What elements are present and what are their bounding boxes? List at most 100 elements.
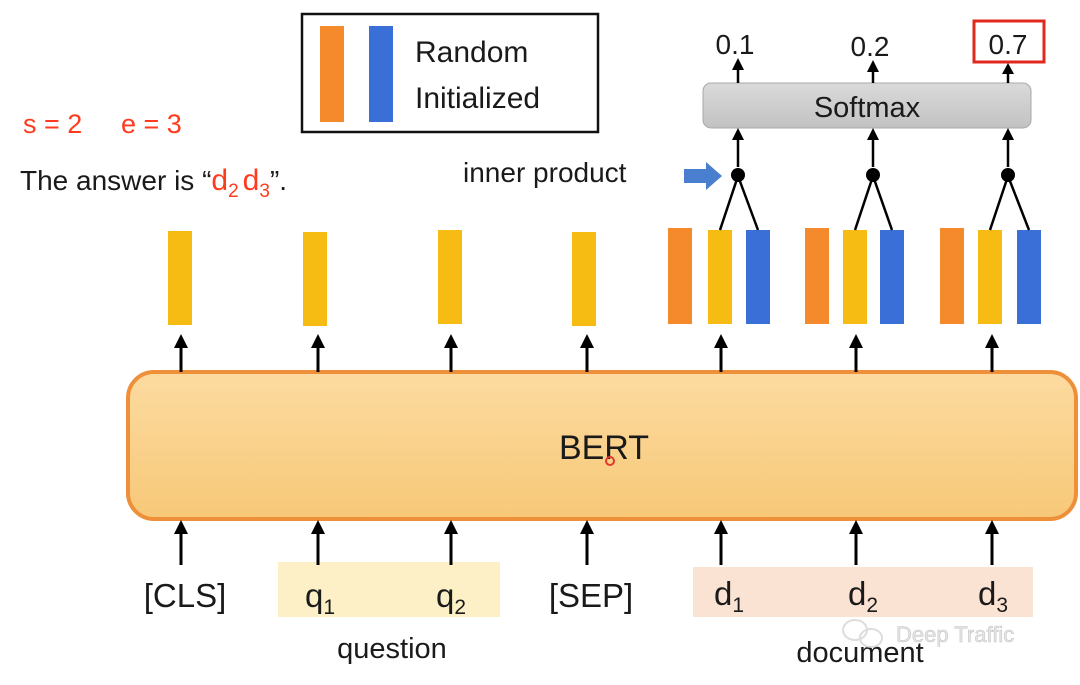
- answer-d-3: d: [243, 164, 260, 197]
- token-d1-sub: 1: [732, 594, 744, 617]
- token-d3: d3: [978, 575, 1008, 617]
- question-band: [278, 562, 500, 617]
- document-band: [693, 567, 1033, 617]
- end-vector-3: [1017, 230, 1041, 324]
- vector-cls: [168, 231, 192, 325]
- question-group-label: question: [337, 633, 447, 665]
- end-index-label: e = 3: [121, 109, 182, 139]
- arrowhead-out-cls: [174, 334, 188, 348]
- arrowhead-out-q1: [311, 334, 325, 348]
- answer-suffix: ”.: [270, 165, 287, 196]
- output-vectors: [168, 230, 1002, 326]
- cursor-marker: [605, 456, 615, 466]
- bert-input-arrows: [174, 520, 999, 565]
- arrowhead-in-sep: [580, 520, 594, 534]
- connector-d3-left: [988, 175, 1010, 231]
- arrowhead-in-cls: [174, 520, 188, 534]
- legend-line-2: Initialized: [415, 82, 540, 115]
- inner-product-annotation: inner product: [463, 157, 722, 190]
- connector-d3-right: [1006, 175, 1031, 231]
- arrowhead-out-q2: [444, 334, 458, 348]
- bert-label: BERT: [559, 429, 649, 467]
- token-d2-sub: 2: [866, 594, 878, 617]
- wechat-icon: [842, 619, 883, 648]
- softmax-box: [702, 82, 1032, 129]
- answer-sub-3: 3: [259, 181, 270, 202]
- connector-d2-right: [871, 175, 894, 231]
- arrowhead-node3-softmax: [1002, 128, 1014, 140]
- vector-q1: [303, 232, 327, 326]
- product-node-1: [731, 168, 745, 182]
- legend-box: [300, 12, 600, 134]
- legend: Random Initialized: [300, 12, 600, 134]
- arrowhead-softmax-out3: [1002, 63, 1014, 74]
- vector-d2: [843, 230, 867, 324]
- answer-d-2: d: [211, 164, 228, 197]
- softmax-outputs: 0.1 0.2 0.7: [716, 19, 1046, 64]
- connector-d2-left: [853, 175, 875, 231]
- arrowhead-softmax-out1: [732, 58, 744, 70]
- arrowhead-out-d1: [714, 334, 728, 348]
- output-value-1: 0.1: [716, 29, 755, 60]
- arrowhead-in-q2: [444, 520, 458, 534]
- end-vector-2: [880, 230, 904, 324]
- arrowhead-in-d2: [849, 520, 863, 534]
- token-q2: q2: [436, 577, 466, 619]
- bert-model: BERT: [126, 370, 1078, 521]
- vector-q2: [438, 230, 462, 324]
- start-vector-2: [805, 228, 829, 324]
- highlight-box: [972, 19, 1046, 64]
- product-node-2: [866, 168, 880, 182]
- inner-product-arrow-icon: [684, 162, 722, 190]
- token-d3-letter: d: [978, 575, 996, 612]
- token-sep: [SEP]: [549, 577, 633, 614]
- arrowhead-out-d3: [985, 334, 999, 348]
- document-group-label: document: [796, 637, 923, 669]
- token-cls: [CLS]: [144, 577, 227, 614]
- start-end-vectors: [668, 228, 1041, 324]
- softmax-block: Softmax: [702, 82, 1032, 129]
- vector-d3: [978, 230, 1002, 324]
- token-d3-sub: 3: [996, 594, 1008, 617]
- output-value-3: 0.7: [989, 29, 1028, 60]
- inner-product-connectors: [718, 175, 1031, 231]
- start-vector-3: [940, 228, 964, 324]
- input-tokens: [CLS] q1 q2 [SEP] d1 d2 d3: [144, 575, 1008, 619]
- token-d2: d2: [848, 575, 878, 617]
- arrowhead-in-d3: [985, 520, 999, 534]
- token-d2-letter: d: [848, 575, 866, 612]
- token-q1-letter: q: [305, 577, 323, 614]
- arrowhead-node1-softmax: [732, 128, 744, 140]
- softmax-label: Softmax: [814, 92, 921, 124]
- arrowhead-in-q1: [311, 520, 325, 534]
- token-q1: q1: [305, 577, 335, 619]
- vector-d1: [708, 230, 732, 324]
- start-vector-1: [668, 228, 692, 324]
- end-vector-1: [746, 230, 770, 324]
- product-node-3: [1001, 168, 1015, 182]
- token-d1-letter: d: [714, 575, 732, 612]
- token-d1: d1: [714, 575, 744, 617]
- bert-box: [126, 370, 1078, 521]
- softmax-arrows: [732, 58, 1014, 167]
- arrowhead-out-d2: [849, 334, 863, 348]
- output-value-2: 0.2: [851, 31, 890, 62]
- start-index-label: s = 2: [23, 109, 82, 139]
- answer-sub-2: 2: [228, 181, 239, 202]
- arrowhead-in-d1: [714, 520, 728, 534]
- legend-line-1: Random: [415, 36, 528, 69]
- token-q1-sub: 1: [323, 596, 335, 619]
- watermark: Deep Traffic: [842, 619, 1015, 648]
- vector-sep: [572, 232, 596, 326]
- bert-output-arrows: [174, 334, 999, 372]
- legend-orange-vector: [320, 26, 344, 122]
- arrowhead-softmax-out2: [867, 60, 879, 72]
- answer-prefix: The answer is “: [20, 165, 211, 196]
- connector-d1-left: [718, 175, 740, 231]
- arrowhead-node2-softmax: [867, 128, 879, 140]
- arrowhead-out-sep: [580, 334, 594, 348]
- legend-blue-vector: [369, 26, 393, 122]
